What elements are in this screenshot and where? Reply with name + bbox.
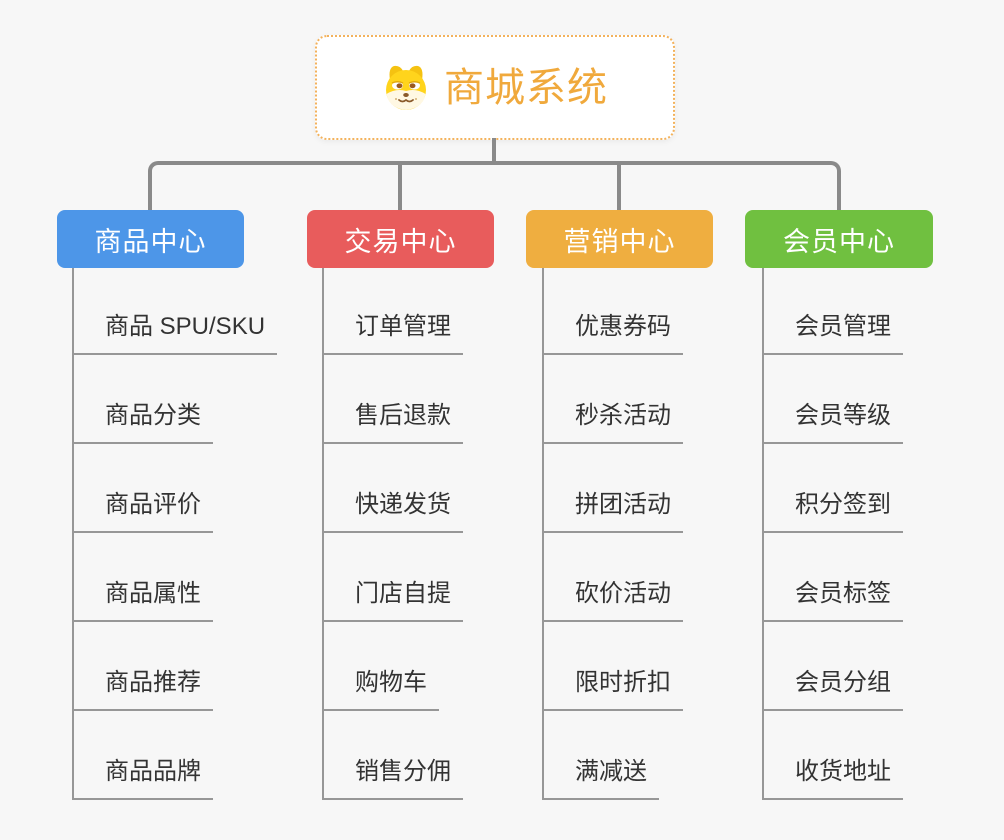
branch-children-product: 商品 SPU/SKU 商品分类 商品评价 商品属性 商品推荐 商品品牌 [72,268,322,800]
leaf-node[interactable]: 商品属性 [72,577,213,622]
connector-root-stem [492,138,496,165]
leaf-node[interactable]: 会员标签 [762,577,903,622]
leaf-node[interactable]: 订单管理 [322,310,463,355]
leaf-node[interactable]: 会员管理 [762,310,903,355]
branch-label: 营销中心 [563,226,676,257]
connector-corner-right [815,161,841,210]
leaf-node[interactable]: 秒杀活动 [542,399,683,444]
leaf-node[interactable]: 满减送 [542,755,659,800]
leaf-node[interactable]: 收货地址 [762,755,903,800]
branch-label: 交易中心 [344,226,457,257]
leaf-node[interactable]: 积分签到 [762,488,903,533]
leaf-node[interactable]: 商品分类 [72,399,213,444]
branch-node-product-center[interactable]: 商品中心 [57,210,244,268]
leaf-node[interactable]: 快递发货 [322,488,463,533]
branch-children-trade: 订单管理 售后退款 快递发货 门店自提 购物车 销售分佣 [322,268,572,800]
leaf-node[interactable]: 门店自提 [322,577,463,622]
root-title: 商城系统 [444,65,608,110]
branch-children-marketing: 优惠券码 秒杀活动 拼团活动 砍价活动 限时折扣 满减送 [542,268,792,800]
connector-drop-trade [398,163,402,210]
connector-drop-marketing [617,163,621,210]
leaf-node[interactable]: 砍价活动 [542,577,683,622]
leaf-node[interactable]: 售后退款 [322,399,463,444]
connector-corner-left [148,161,174,210]
leaf-node[interactable]: 销售分佣 [322,755,463,800]
leaf-node[interactable]: 优惠券码 [542,310,683,355]
branch-node-marketing-center[interactable]: 营销中心 [526,210,713,268]
branch-children-member: 会员管理 会员等级 积分签到 会员标签 会员分组 收货地址 [762,268,1004,800]
leaf-node[interactable]: 商品 SPU/SKU [72,310,278,355]
dog-face-icon [386,65,426,110]
leaf-node[interactable]: 限时折扣 [542,666,683,711]
leaf-node[interactable]: 商品推荐 [72,666,213,711]
branch-node-trade-center[interactable]: 交易中心 [307,210,494,268]
leaf-node[interactable]: 会员等级 [762,399,903,444]
root-node-mall-system[interactable]: 商城系统 [315,35,675,140]
branch-label: 商品中心 [94,226,207,257]
branch-label: 会员中心 [783,226,895,257]
connector-horizontal [168,161,820,165]
leaf-node[interactable]: 拼团活动 [542,488,683,533]
leaf-node[interactable]: 商品品牌 [72,755,213,800]
leaf-node[interactable]: 会员分组 [762,666,903,711]
leaf-node[interactable]: 购物车 [322,666,439,711]
leaf-node[interactable]: 商品评价 [72,488,213,533]
branch-node-member-center[interactable]: 会员中心 [745,210,933,268]
